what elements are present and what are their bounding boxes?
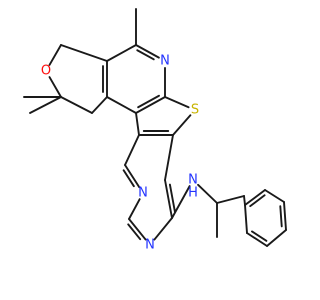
single-bond-c10-nh: [171, 185, 191, 219]
single-bond-cq-ch2b: [60, 96, 93, 114]
single-bond-b4-b5: [266, 229, 287, 247]
single-bond-c1-c4: [106, 44, 137, 62]
double-bond-c8-n2: [124, 164, 141, 189]
atom-n3-label: N: [145, 238, 155, 253]
double-bond-c8-n2-inner: [122, 169, 135, 188]
single-bond-ch2a-c1: [60, 44, 108, 62]
double-bond-c5-c3-inner: [137, 94, 160, 109]
atom-symbol: S: [191, 103, 199, 118]
double-bond-c5-c3: [135, 96, 166, 114]
atom-nh-label: NH: [188, 173, 198, 201]
single-bond-ch2a-o: [48, 44, 62, 66]
atom-s-label: S: [191, 103, 199, 118]
single-bond-nh-ch: [197, 183, 218, 204]
double-bond-c9-n3-inner: [127, 223, 142, 241]
single-bond-cq-me2a: [29, 96, 62, 114]
single-bond-n3-c10: [153, 217, 173, 241]
single-bond-ch2b-c2: [91, 96, 108, 114]
atom-symbol: N: [160, 54, 170, 69]
single-bond-ch2c-b1: [243, 195, 246, 206]
atom-n1-label: N: [160, 54, 170, 69]
atom-symbol: N: [145, 238, 155, 253]
bond-layer: [23, 8, 287, 247]
double-bond-b3-b4: [283, 201, 287, 231]
double-bond-b5-b6-inner: [251, 230, 268, 242]
single-bond-c11-c6: [164, 134, 174, 181]
double-bond-b3-b4-inner: [279, 205, 283, 228]
single-bond-c7-c8: [124, 134, 140, 166]
double-bond-b5-b6: [246, 232, 268, 247]
single-bond-s-c6: [172, 114, 192, 136]
atom-symbol: N: [138, 186, 148, 201]
single-bond-b2-b3: [264, 189, 285, 203]
single-bond-o-cq: [48, 76, 62, 98]
double-bond-b1-b2: [244, 189, 266, 206]
double-bond-c4-n1-inner: [136, 49, 155, 61]
double-bond-c10-c11: [164, 179, 173, 219]
single-bond-c7-c3: [135, 112, 140, 136]
single-bond-c5-s: [164, 96, 190, 109]
atom-hydrogen: H: [188, 186, 198, 201]
atom-symbol: O: [41, 64, 51, 79]
atom-n2-label: N: [138, 186, 148, 201]
double-bond-c9-n3: [128, 218, 147, 241]
atom-o-label: O: [41, 64, 51, 79]
double-bond-c4-n1: [135, 44, 160, 59]
atom-symbol: N: [188, 173, 198, 188]
single-bond-c3-c2: [106, 96, 137, 114]
single-bond-b6-b1: [244, 204, 248, 234]
double-bond-b1-b2-inner: [249, 194, 266, 208]
single-bond-n2-c9: [128, 198, 141, 220]
double-bond-c10-c11-inner: [168, 183, 176, 213]
single-bond-ch-ch2c: [216, 195, 245, 204]
